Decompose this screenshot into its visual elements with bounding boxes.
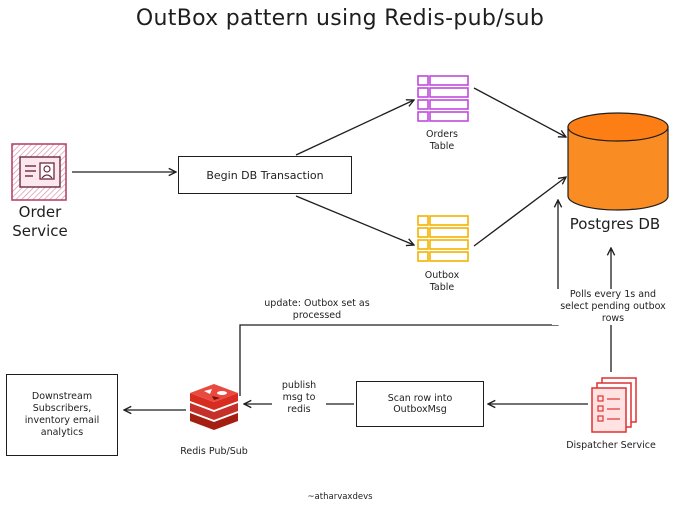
transaction-label: Begin DB Transaction [206, 168, 324, 182]
table-icon [417, 75, 469, 122]
documents-list-icon [591, 377, 637, 433]
credit-label: ~atharvaxdevs [307, 492, 373, 502]
diagram-title: OutBox pattern using Redis-pub/sub [135, 6, 545, 31]
downstream-box: Downstream Subscribers, inventory email … [6, 374, 118, 456]
outbox-table-label: Outbox Table [424, 270, 460, 293]
publish-note: publish msg to redis [272, 380, 326, 416]
arrow-outbox-to-postgres [473, 177, 566, 247]
scan-box: Scan row into OutboxMsg [356, 381, 484, 427]
postgres-label: Postgres DB [569, 215, 661, 233]
table-icon [417, 215, 469, 262]
database-cylinder-icon [567, 112, 669, 211]
orders-table-label: Orders Table [426, 129, 458, 152]
id-card-icon [11, 143, 67, 201]
redis-stack-icon [190, 384, 238, 430]
transaction-box: Begin DB Transaction [178, 156, 352, 194]
arrow-transaction-to-orders [295, 100, 414, 156]
order-service-label: Order Service [12, 203, 68, 240]
connectors [72, 87, 611, 410]
arrow-redis-to-postgres [239, 200, 558, 396]
polls-note: Polls every 1s and select pending outbox… [552, 289, 674, 325]
arrow-transaction-to-outbox [295, 195, 414, 245]
dispatcher-label: Dispatcher Service [566, 440, 656, 451]
arrow-orders-to-postgres [473, 87, 566, 137]
redis-label: Redis Pub/Sub [180, 446, 248, 457]
update-note: update: Outbox set as processed [264, 298, 370, 321]
